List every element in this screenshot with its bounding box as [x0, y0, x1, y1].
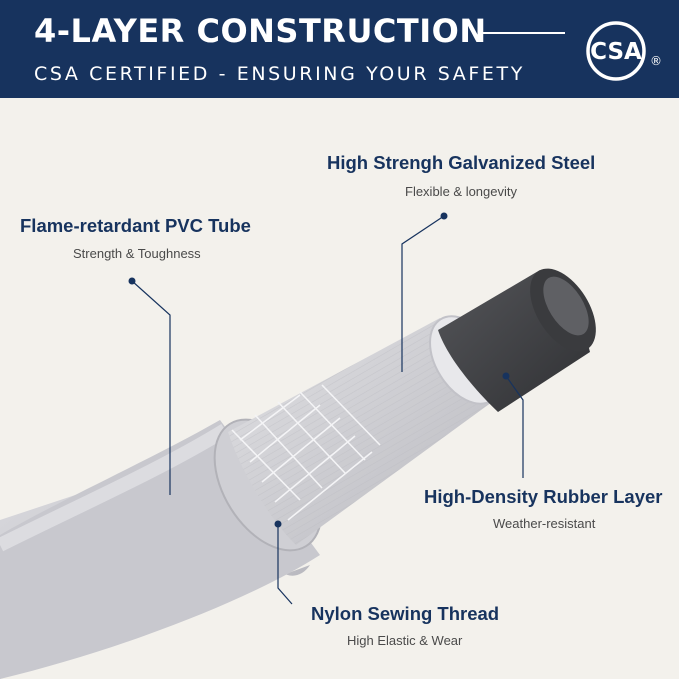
hose-illustration [0, 212, 596, 679]
leader-steel [401, 215, 445, 372]
csa-logo-icon: CSA ® [586, 21, 662, 81]
layer-pvc-desc: Strength & Toughness [73, 246, 201, 261]
header-banner: 4-LAYER CONSTRUCTION CSA CERTIFIED - ENS… [0, 0, 679, 98]
layer-nylon-desc: High Elastic & Wear [347, 633, 463, 648]
header-divider [481, 32, 565, 34]
csa-logo-text: CSA [590, 39, 642, 65]
layer-pvc-title: Flame-retardant PVC Tube [20, 215, 251, 236]
layer-steel-desc: Flexible & longevity [405, 184, 517, 199]
dot-nylon [274, 520, 282, 528]
leader-nylon [277, 524, 293, 605]
layer-rubber-title: High-Density Rubber Layer [424, 486, 663, 507]
leader-rubber [505, 375, 524, 478]
page-title: 4-LAYER CONSTRUCTION [34, 12, 487, 50]
layer-nylon-title: Nylon Sewing Thread [311, 603, 500, 624]
registered-mark: ® [650, 54, 662, 68]
dot-pvc [128, 277, 136, 285]
layer-steel-title: High Strengh Galvanized Steel [327, 152, 596, 173]
dot-steel [440, 212, 448, 220]
nylon-braid-mesh [231, 384, 381, 521]
leader-pvc [131, 280, 171, 495]
dot-rubber [502, 372, 510, 380]
rubber-core-opening [543, 276, 589, 336]
layer-rubber-desc: Weather-resistant [493, 516, 596, 531]
page-subtitle: CSA CERTIFIED - ENSURING YOUR SAFETY [34, 63, 525, 85]
